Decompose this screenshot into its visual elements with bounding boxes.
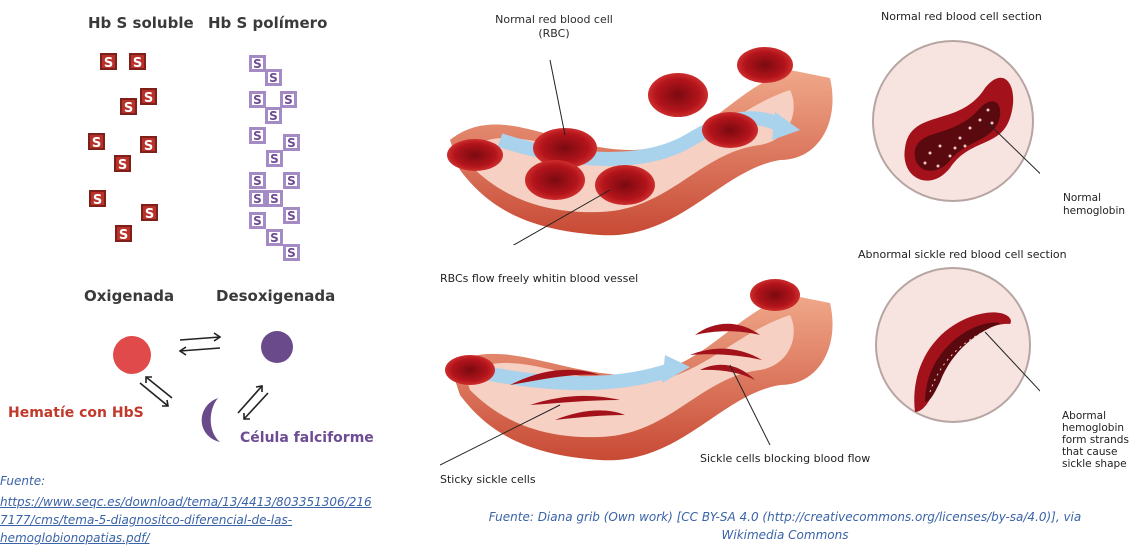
- hb-s-polymer-unit: S: [283, 134, 300, 151]
- hb-s-molecule: S: [89, 190, 106, 207]
- hb-s-polymer-unit: S: [283, 244, 300, 261]
- hb-s-polymer-unit: S: [249, 127, 266, 144]
- hb-s-polymer-unit: S: [265, 69, 282, 86]
- red-blood-cell: [750, 279, 800, 311]
- abnormal-hb-line: form strands: [1062, 434, 1129, 446]
- hb-s-polymer-unit: S: [249, 190, 266, 207]
- hb-s-molecule: S: [129, 53, 146, 70]
- hb-s-polymer-unit: S: [283, 172, 300, 189]
- cell-transition-diagram: [110, 318, 320, 448]
- red-blood-cell: [447, 139, 503, 171]
- normal-blood-vessel-illustration: [440, 30, 850, 245]
- right-source-line-2: Wikimedia Commons: [722, 528, 849, 542]
- label-deoxygenated: Desoxigenada: [216, 287, 335, 305]
- red-blood-cell: [648, 73, 708, 117]
- left-source-link[interactable]: https://www.seqc.es/download/tema/13/441…: [0, 493, 432, 547]
- source-url-line-1[interactable]: https://www.seqc.es/download/tema/13/441…: [0, 495, 372, 509]
- normal-rbc-label: Normal red blood cell (RBC): [489, 13, 619, 41]
- red-blood-cell: [595, 165, 655, 205]
- deoxygenated-cell-icon: [261, 331, 293, 363]
- sickle-blocking-label: Sickle cells blocking blood flow: [700, 452, 870, 465]
- hb-s-molecule: S: [140, 136, 157, 153]
- red-blood-cell: [525, 160, 585, 200]
- normal-hemoglobin-label: Normal hemoglobin: [1063, 192, 1125, 218]
- abnormal-hb-line: hemoglobin: [1062, 422, 1124, 434]
- oxygenated-cell-icon: [113, 336, 151, 374]
- hb-s-polymer-unit: S: [249, 55, 266, 72]
- right-source-caption: Fuente: Diana grib (Own work) [CC BY-SA …: [440, 508, 1130, 544]
- equilibrium-arrows-icon: [180, 333, 220, 355]
- abnormal-hb-line: Abormal: [1062, 410, 1106, 422]
- abnormal-hemoglobin-label: Abormal hemoglobin form strands that cau…: [1062, 410, 1129, 470]
- normal-rbc-label-line-1: Normal red blood cell: [495, 13, 613, 26]
- abnormal-section-title: Abnormal sickle red blood cell section: [858, 248, 1067, 261]
- hb-s-molecule: S: [120, 98, 137, 115]
- left-source-prefix: Fuente:: [0, 474, 45, 488]
- hb-s-polymer-unit: S: [249, 172, 266, 189]
- hb-s-molecule: S: [115, 225, 132, 242]
- normal-rbc-section-illustration: [870, 28, 1040, 218]
- label-red-cell-hbs: Hematíe con HbS: [8, 405, 144, 421]
- normal-hemoglobin-line-1: Normal: [1063, 192, 1101, 204]
- hb-s-molecule: S: [140, 88, 157, 105]
- source-url-line-2[interactable]: 7177/cms/tema-5-diagnositco-diferencial-…: [0, 513, 292, 527]
- label-oxygenated: Oxigenada: [84, 287, 174, 305]
- red-blood-cell: [445, 355, 495, 385]
- title-hb-s-polymer: Hb S polímero: [208, 14, 327, 32]
- normal-rbc-label-line-2: (RBC): [538, 27, 569, 40]
- title-hb-s-soluble: Hb S soluble: [88, 14, 194, 32]
- abnormal-rbc-section-illustration: [870, 262, 1040, 437]
- label-sickle-cell: Célula falciforme: [240, 430, 374, 446]
- hb-s-molecule: S: [114, 155, 131, 172]
- red-blood-cell: [737, 47, 793, 83]
- hb-s-polymer-unit: S: [266, 190, 283, 207]
- hb-s-molecule: S: [141, 204, 158, 221]
- hb-s-molecule: S: [88, 133, 105, 150]
- red-blood-cell: [702, 112, 758, 148]
- hb-s-polymer-unit: S: [266, 229, 283, 246]
- right-source-line-1: Fuente: Diana grib (Own work) [CC BY-SA …: [489, 510, 1082, 524]
- source-url-line-3[interactable]: hemoglobionopatias.pdf/: [0, 531, 149, 545]
- normal-section-title: Normal red blood cell section: [881, 10, 1042, 23]
- hb-s-polymer-unit: S: [283, 207, 300, 224]
- hb-s-polymer-unit: S: [249, 212, 266, 229]
- sticky-sickle-cells-label: Sticky sickle cells: [440, 473, 536, 486]
- sickle-blood-vessel-illustration: [440, 275, 850, 470]
- abnormal-hb-line: that cause: [1062, 446, 1117, 458]
- hb-s-polymer-unit: S: [266, 150, 283, 167]
- hb-s-polymer-unit: S: [265, 107, 282, 124]
- hb-s-polymer-unit: S: [280, 91, 297, 108]
- hb-s-polymer-unit: S: [249, 91, 266, 108]
- pointer-line: [550, 60, 565, 135]
- abnormal-hb-line: sickle shape: [1062, 458, 1127, 470]
- equilibrium-arrows-icon: [140, 377, 172, 406]
- equilibrium-arrows-icon: [238, 386, 268, 419]
- sickle-cell-icon: [202, 398, 220, 442]
- normal-hemoglobin-line-2: hemoglobin: [1063, 205, 1125, 217]
- hb-s-molecule: S: [100, 53, 117, 70]
